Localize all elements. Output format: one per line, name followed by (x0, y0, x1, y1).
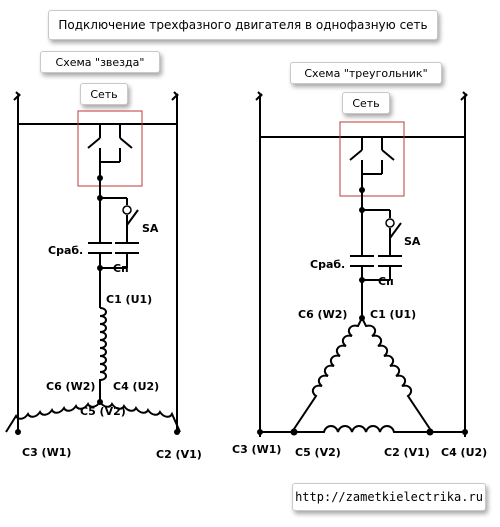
delta-scheme-label: Схема "треугольник" (290, 62, 442, 84)
star-winding-w (5, 401, 101, 433)
star-switch-box (77, 110, 143, 187)
star-terminal-right-icon (171, 91, 179, 101)
star-c4-label: С4 (U2) (113, 380, 159, 393)
delta-c1-label: С1 (U1) (370, 308, 416, 321)
star-net-label: Сеть (80, 83, 128, 105)
star-c2-label: С2 (V1) (156, 448, 202, 461)
star-c5-label: С5 (V2) (80, 405, 126, 418)
star-winding-u (99, 307, 107, 402)
star-c6-label: С6 (W2) (46, 380, 95, 393)
delta-c3-label: С3 (W1) (232, 443, 281, 456)
page-title: Подключение трехфазного двигателя в одно… (48, 10, 438, 40)
delta-cwork-label: Сраб. (310, 258, 345, 271)
star-cwork-label: Сраб. (48, 244, 83, 257)
delta-sa-blade (389, 222, 402, 239)
star-switch-blade-right (119, 137, 133, 149)
source-url: http://zametkielectrika.ru (292, 483, 486, 511)
delta-switch-blade-left (349, 149, 363, 161)
delta-c5-label: С5 (V2) (295, 446, 341, 459)
star-sa-contact (122, 205, 132, 215)
delta-c4-label: С4 (U2) (441, 446, 487, 459)
delta-switch-blade-right (381, 149, 395, 161)
star-switch-blade-left (87, 137, 101, 149)
star-winding-v (99, 401, 181, 433)
star-sa-blade (126, 209, 139, 226)
star-sa-label: SA (142, 222, 159, 235)
delta-c6-label: С6 (W2) (298, 308, 347, 321)
star-c3-label: С3 (W1) (22, 446, 71, 459)
delta-sa-label: SA (404, 235, 421, 248)
delta-cstart-label: Сп (378, 275, 394, 288)
delta-winding-bottom (294, 425, 428, 433)
delta-c2-label: С2 (V1) (384, 446, 430, 459)
star-scheme-label: Схема "звезда" (40, 51, 160, 73)
delta-winding-right (361, 317, 433, 433)
delta-scheme (255, 91, 468, 437)
star-c1-label: С1 (U1) (106, 293, 152, 306)
delta-dots (257, 187, 468, 436)
delta-winding-left (291, 317, 363, 433)
delta-net-label: Сеть (342, 92, 390, 114)
star-cstart-label: Сп (113, 262, 129, 275)
star-dots (15, 175, 180, 435)
star-scheme (5, 91, 181, 433)
delta-sa-contact (385, 218, 395, 228)
delta-switch-box (339, 121, 405, 197)
